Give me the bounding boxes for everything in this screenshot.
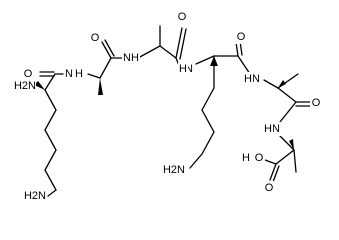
bond-lys-n-carbonyl-to-alpha xyxy=(44,73,56,91)
atom-amine-lys-n-side: H2N xyxy=(24,190,46,202)
stereo-wedges xyxy=(34,56,294,150)
bond-lys-mid-side-3 xyxy=(201,109,215,133)
atom-oxygen-ala1: O xyxy=(91,32,100,44)
wedge-ala1-alpha-to-methyl xyxy=(98,78,103,95)
atom-nitrogen-amide-3: N xyxy=(185,63,193,75)
atom-hydrogen-acid-hydroxyl: H xyxy=(242,152,250,164)
atom-hydrogen-amide-2: H xyxy=(131,52,139,64)
bond-lys-n-side-4 xyxy=(44,149,57,171)
atom-nitrogen-amide-2: N xyxy=(123,52,131,64)
bond-ala1-n-to-alpha xyxy=(87,73,101,79)
atom-oxygen-ala3: O xyxy=(312,97,321,109)
atom-hydrogen-amide-4: H xyxy=(244,73,252,85)
wedge-cterm-alpha xyxy=(289,139,294,150)
bond-lys-n-side-2 xyxy=(44,109,57,131)
bond-lys-mid-n-to-alpha xyxy=(195,55,215,65)
bond-ala2-alpha-to-carbonyl xyxy=(159,45,177,59)
bond-lys-mid-side-5 xyxy=(189,153,203,169)
bond-ala1-alpha-to-carbonyl xyxy=(99,57,112,79)
bond-lys-mid-side-4 xyxy=(201,131,215,155)
atom-nitrogen-amide-4: N xyxy=(252,73,260,85)
atom-nitrogen-amide-5: N xyxy=(272,123,280,135)
bond-lys-n-side-5 xyxy=(44,169,57,191)
atom-oxygen-ala2: O xyxy=(178,11,187,23)
bond-cterm-alpha-to-carboxyl xyxy=(275,149,295,165)
atom-hydrogen-amide-3: H xyxy=(179,63,187,75)
bond-ala2-carbonyl-double-b xyxy=(179,28,187,60)
bond-ala2-n-to-alpha xyxy=(137,45,161,59)
wedge-lys-n-alpha-to-amine xyxy=(34,81,45,90)
bonds xyxy=(39,25,311,197)
bond-ala1-carbonyl-double-b xyxy=(104,39,115,57)
bond-cterm-carboxyl-to-oh xyxy=(264,159,277,165)
bond-cterm-n-to-alpha xyxy=(279,135,295,151)
atom-amine-lys-mid-side: H2N xyxy=(163,164,185,176)
bond-cterm-carboxyl-double-b xyxy=(272,165,280,183)
wedge-ala3-alpha xyxy=(278,80,286,88)
bond-lys-mid-carbonyl-double-a xyxy=(235,41,239,57)
atom-hydrogen-amide-1: H xyxy=(75,68,83,80)
atom-oxygen-acid-hydroxyl: O xyxy=(255,152,264,164)
atom-hydrogen-amide-5: H xyxy=(264,123,272,135)
bond-lys-n-side-1 xyxy=(44,89,57,111)
bond-ala3-alpha-to-carbonyl xyxy=(277,87,297,103)
bond-lys-n-side-to-amine xyxy=(47,189,57,197)
peptide-structure-diagram: O H2N N H H2N O N H O N H H2N O N H xyxy=(14,10,322,203)
bond-ala3-n-to-alpha xyxy=(263,79,279,89)
bond-ala2-carbonyl-double-a xyxy=(175,27,183,59)
bond-ala3-carbonyl-to-n xyxy=(279,101,297,123)
bond-lys-n-side-3 xyxy=(44,129,57,151)
bond-lys-mid-side-2 xyxy=(201,87,215,111)
bond-ala1-carbonyl-double-a xyxy=(101,41,112,59)
bond-cterm-carboxyl-double-a xyxy=(269,163,277,181)
bond-cterm-alpha-to-methyl xyxy=(293,149,297,173)
atom-oxygen-lys-mid: O xyxy=(237,31,246,43)
bond-lys-mid-carbonyl-to-n xyxy=(237,55,251,75)
atom-nitrogen-amide-1: N xyxy=(65,68,73,80)
atom-labels: O H2N N H H2N O N H O N H H2N O N H xyxy=(14,10,322,203)
atom-oxygen-acid-carbonyl: O xyxy=(265,182,274,194)
atom-oxygen-lys-n: O xyxy=(24,68,33,80)
wedge-lys-mid-alpha xyxy=(210,56,218,66)
atom-amine-lys-n-alpha: H2N xyxy=(14,80,36,92)
